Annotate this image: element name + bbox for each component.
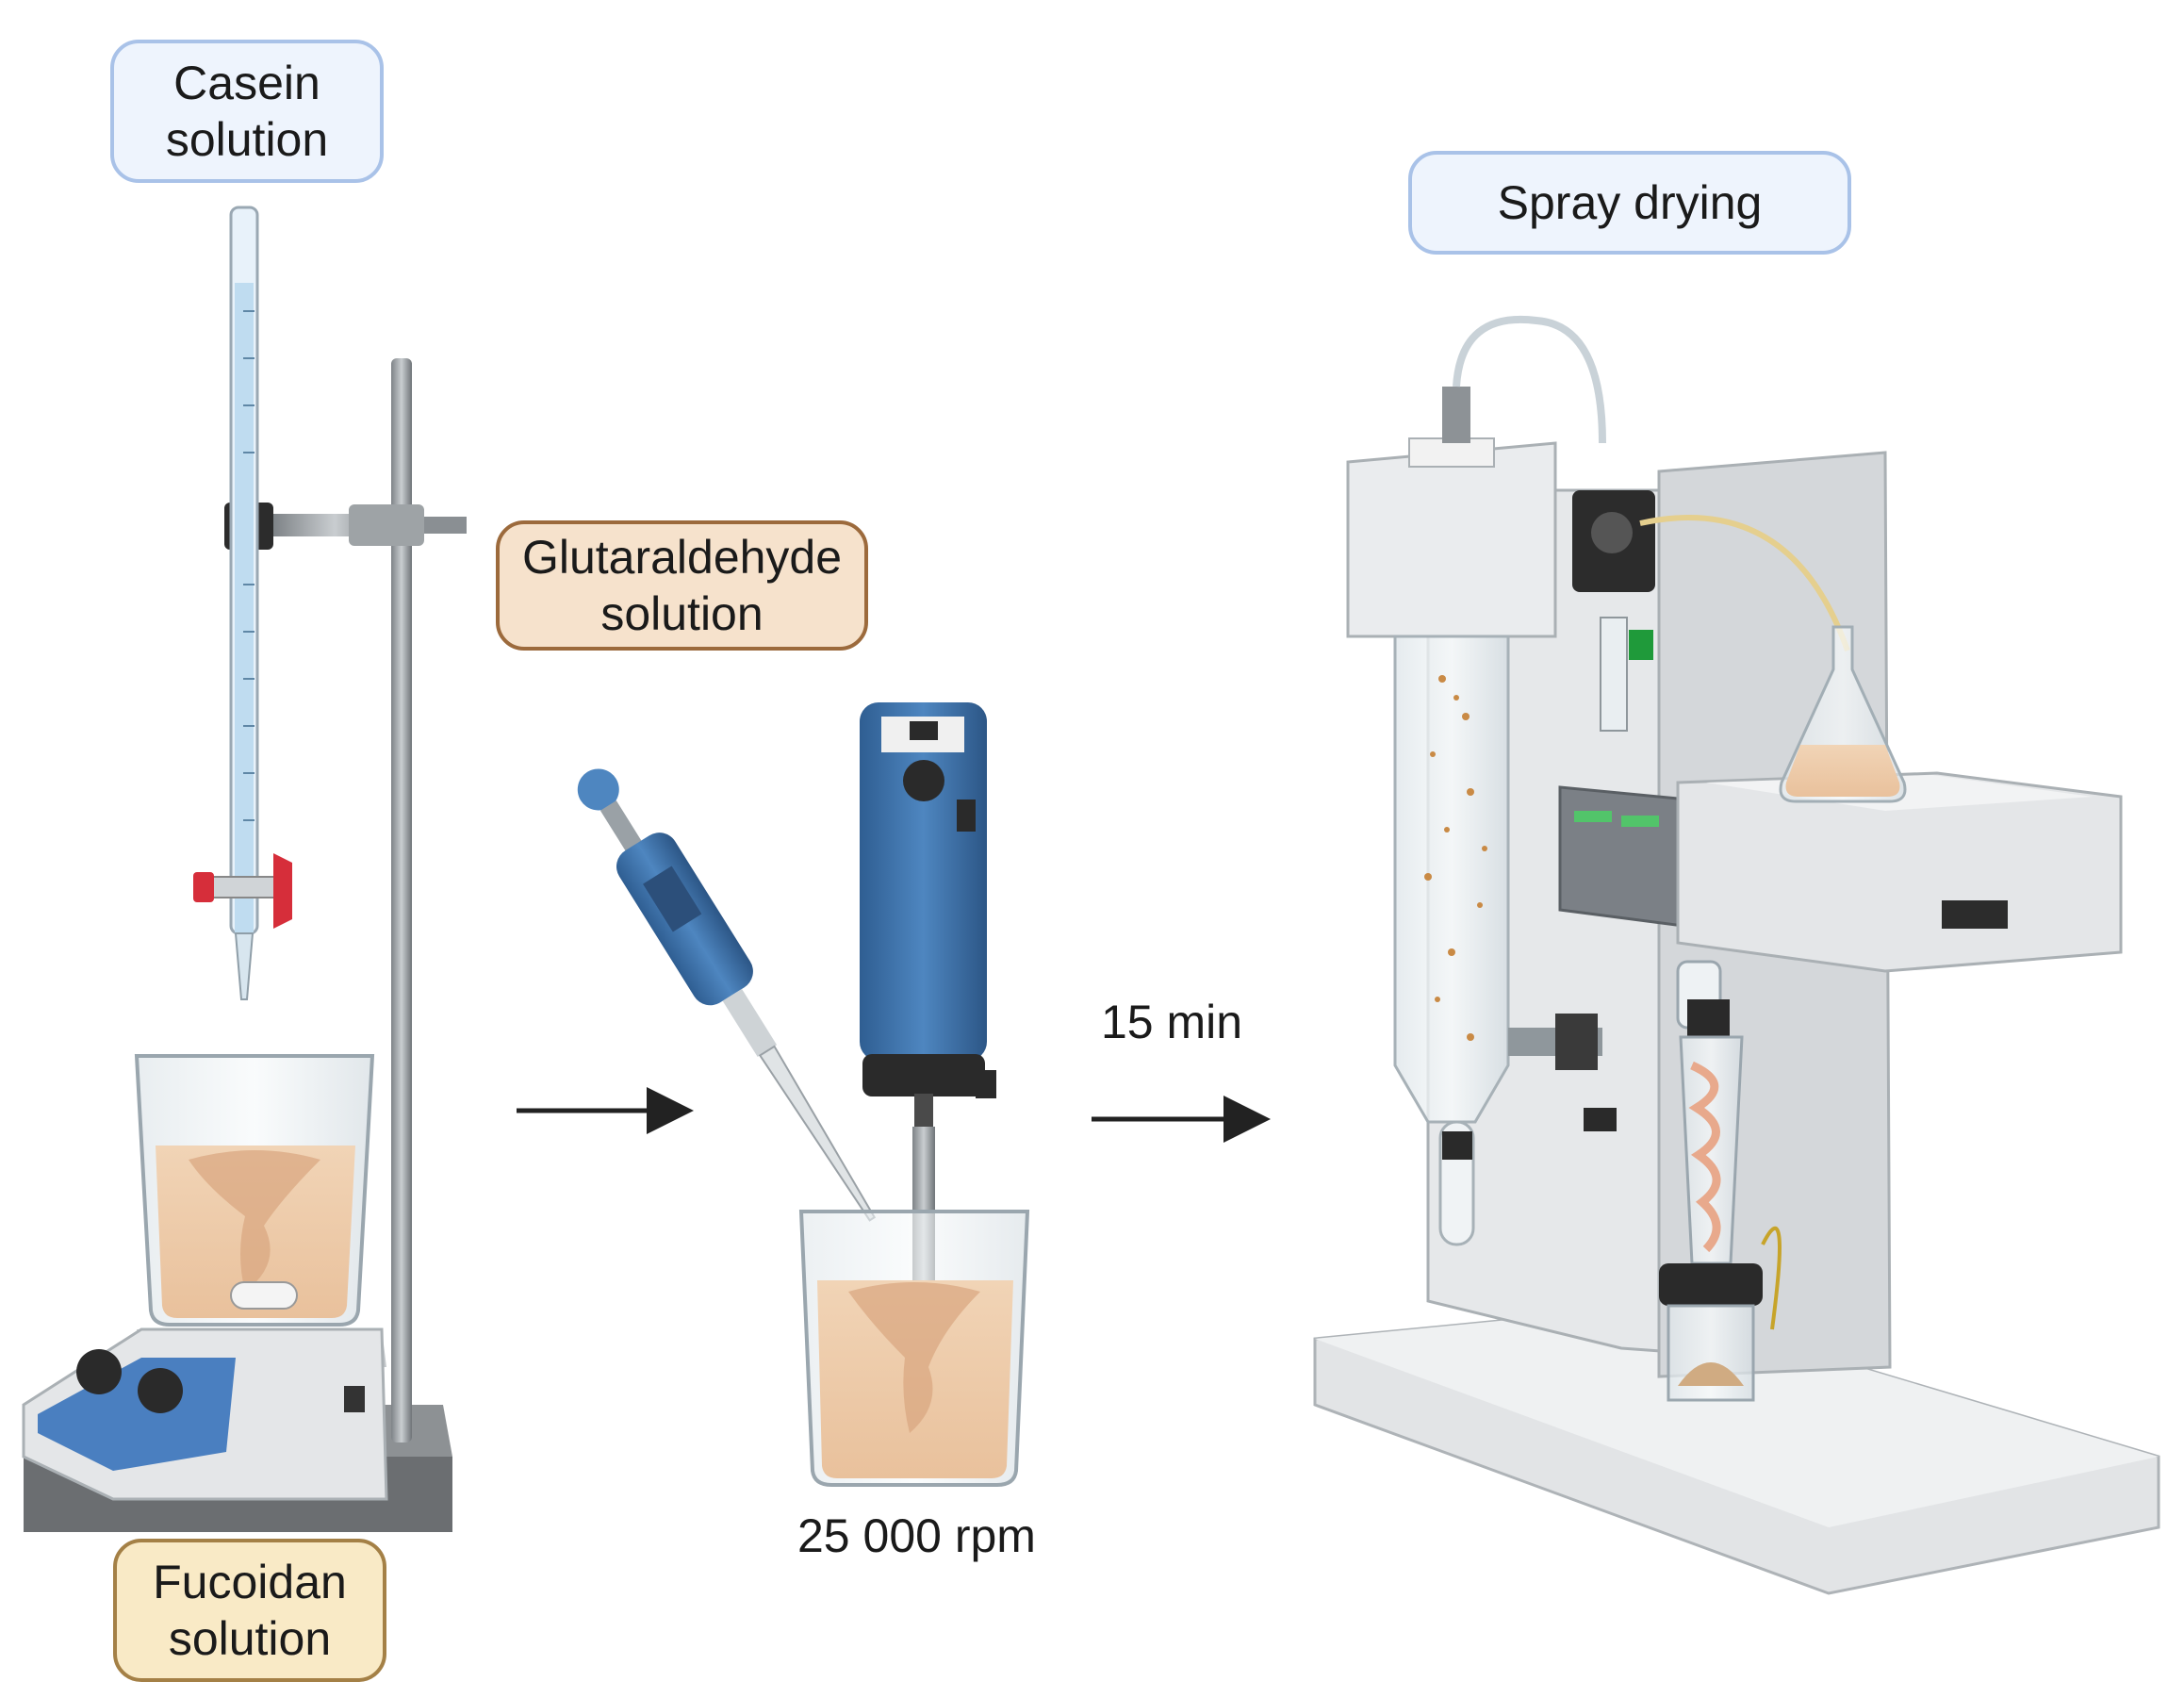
speed-label: 25 000 rpm — [797, 1509, 1036, 1562]
stirrer-knob-1 — [76, 1349, 122, 1394]
spray-drying-label: Spray drying — [1408, 151, 1851, 255]
fucoidan-label: Fucoidan solution — [113, 1539, 386, 1682]
glutaraldehyde-label: Glutaraldehyde solution — [496, 520, 868, 651]
micropipette — [577, 768, 877, 1222]
stir-bar — [230, 1281, 298, 1310]
time-label: 15 min — [1101, 996, 1243, 1048]
spray-dryer — [1313, 315, 2160, 1595]
power-switch — [344, 1386, 365, 1412]
homogenizer — [860, 702, 987, 1061]
side-shelf — [1676, 771, 2123, 973]
titration-setup — [22, 206, 467, 1532]
drying-chamber — [1393, 635, 1510, 1124]
collection-vessel — [1659, 1263, 1763, 1306]
stand-rod — [391, 358, 412, 1442]
homogenization-setup — [577, 702, 1030, 1487]
burette-tip — [234, 932, 255, 1000]
stirrer-knob-2 — [138, 1368, 183, 1413]
casein-label: Casein solution — [110, 40, 384, 183]
